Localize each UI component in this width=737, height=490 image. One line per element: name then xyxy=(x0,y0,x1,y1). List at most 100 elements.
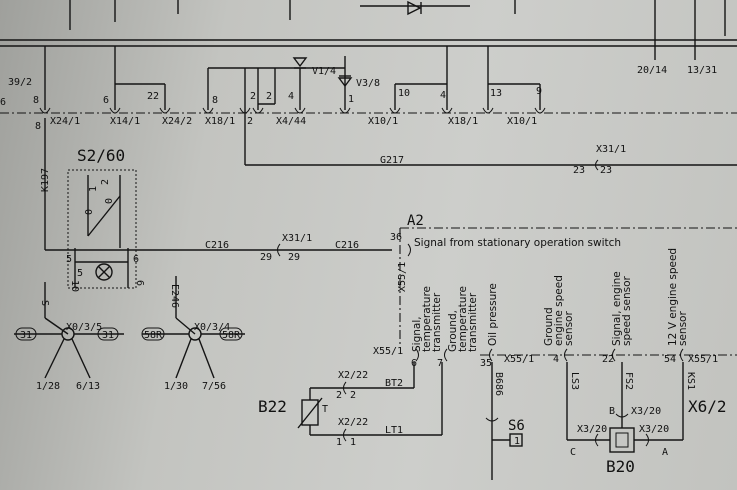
connector-label: X18/1 xyxy=(205,116,235,127)
pin-label: 54 xyxy=(664,354,676,365)
connector-label: X55/1 xyxy=(504,354,534,365)
pin-label: 36 xyxy=(390,232,402,243)
pin-label: 6/13 xyxy=(76,381,100,392)
pin-label: 22 xyxy=(147,91,159,102)
connector-label: X18/1 xyxy=(448,116,478,127)
pin-label: 6 xyxy=(103,95,109,106)
pin-label: 0 xyxy=(104,198,115,204)
desc-label: Oil pressure xyxy=(487,283,499,346)
pin-label: 22 xyxy=(602,354,614,365)
pin-label: S xyxy=(39,300,50,306)
connector-label: X55/1 xyxy=(373,346,403,357)
desc-label: temperature xyxy=(457,286,469,352)
wire-label: B686 xyxy=(493,372,504,396)
b22-wiring: BT2 LT1 X2/22 X2/22 2 2 1 1 T B22 xyxy=(258,362,443,448)
connector-label: X0/3/4 xyxy=(194,322,230,333)
ground-point-x0-3-5: S 31 31 X0/3/5 1/28 6/13 xyxy=(14,282,124,392)
connector-label: X2/22 xyxy=(338,370,368,381)
desc-label: transmitter xyxy=(467,292,479,352)
module-a2: A2 36 Signal from stationary operation s… xyxy=(390,213,737,345)
component-label: B22 xyxy=(258,397,287,416)
pin-label: 35 xyxy=(480,358,492,369)
pin-label: 23 xyxy=(573,165,585,176)
desc-label: speed sensor xyxy=(621,275,633,346)
desc-label: Ground xyxy=(543,307,555,346)
wire-label: K197 xyxy=(40,168,51,192)
desc-label: temperature xyxy=(421,286,433,352)
pin-label: 2 xyxy=(336,390,342,401)
wire-label: E246 xyxy=(169,284,180,308)
connector-label: X3/20 xyxy=(577,424,607,435)
pin-label: 13 xyxy=(490,88,502,99)
pin-label: 5 xyxy=(66,254,72,265)
pin-label: 2 xyxy=(100,179,111,185)
connector-label: X10/1 xyxy=(368,116,398,127)
desc-label: sensor xyxy=(563,311,575,346)
pin-label: A xyxy=(662,447,668,458)
pin-label: 31 xyxy=(102,330,114,341)
pin-label: 29 xyxy=(288,252,300,263)
connector-label: X3/20 xyxy=(639,424,669,435)
pin-label: 10 xyxy=(398,88,410,99)
wire-label: LT1 xyxy=(385,425,403,436)
connector-label: X4/44 xyxy=(276,116,306,127)
connector-label: X31/1 xyxy=(282,233,312,244)
component-label: S6 xyxy=(508,418,525,434)
pin-label: 1 xyxy=(514,436,520,447)
pin-label: 2 xyxy=(350,390,356,401)
wire-label: C216 xyxy=(205,240,229,251)
desc-label: sensor xyxy=(677,311,689,346)
pin-label: 4 xyxy=(553,354,559,365)
pin-label: 58R xyxy=(222,330,241,341)
pin-label: 31 xyxy=(20,330,32,341)
connector-row-wires xyxy=(44,46,737,166)
s6-oil-switch: B686 1 S6 xyxy=(485,362,525,480)
connector-label: X31/1 xyxy=(596,144,626,155)
connector-label: X10/1 xyxy=(507,116,537,127)
pin-label: 1 xyxy=(350,437,356,448)
pin-label: T xyxy=(322,404,328,415)
pin-label: 5 xyxy=(77,268,83,279)
component-label: B20 xyxy=(606,457,635,476)
connector-label: X24/2 xyxy=(162,116,192,127)
pin-label: 2 xyxy=(247,116,253,127)
connector-label: X14/1 xyxy=(110,116,140,127)
connector-label: X24/1 xyxy=(50,116,80,127)
pin-label: 1 xyxy=(88,186,99,192)
pin-label: 1 xyxy=(336,437,342,448)
component-label: S2/60 xyxy=(77,146,125,165)
pin-label: 6 xyxy=(134,280,145,286)
switch-s2-60: S2/60 0 1 0 2 5 6 10 6 xyxy=(66,146,145,292)
pin-label: 4 xyxy=(288,91,294,102)
connector-label: X55/1 xyxy=(397,262,408,292)
pin-label: 8 xyxy=(212,95,218,106)
b20-sensor: LS3 FS2 KS1 X3/20 X3/20 X3/20 B C A B20 … xyxy=(566,362,727,476)
pin-label: C xyxy=(570,447,576,458)
pin-label: 8 xyxy=(33,95,39,106)
desc-label: transmitter xyxy=(431,292,443,352)
desc-label: Signal, xyxy=(411,316,423,352)
desc-label: 12 V engine speed xyxy=(667,248,679,346)
pin-label: 1/28 xyxy=(36,381,60,392)
diode-v3-8: V3/8 xyxy=(337,75,380,89)
pin-label: 20/14 xyxy=(637,65,667,76)
pin-label: 2 xyxy=(250,91,256,102)
pin-label: 0 xyxy=(84,209,95,215)
pin-label: 6 xyxy=(133,254,139,265)
desc-label: Signal, engine xyxy=(611,271,623,346)
connector-label: X3/20 xyxy=(631,406,661,417)
wire-label: KS1 xyxy=(685,372,696,390)
wire-label: LS3 xyxy=(569,372,580,390)
connector-label: X6/2 xyxy=(688,397,727,416)
diode-v1-4: V1/4 xyxy=(292,57,336,77)
pin-label: 8 xyxy=(35,121,41,132)
connector-label: X0/3/5 xyxy=(66,322,102,333)
pin-label: 29 xyxy=(260,252,272,263)
a2-signal-label: Signal from stationary operation switch xyxy=(414,237,621,249)
pin-label: B xyxy=(609,406,615,417)
wire-label: C216 xyxy=(335,240,359,251)
pin-label: 1 xyxy=(348,94,354,105)
desc-label: engine speed xyxy=(553,275,565,346)
